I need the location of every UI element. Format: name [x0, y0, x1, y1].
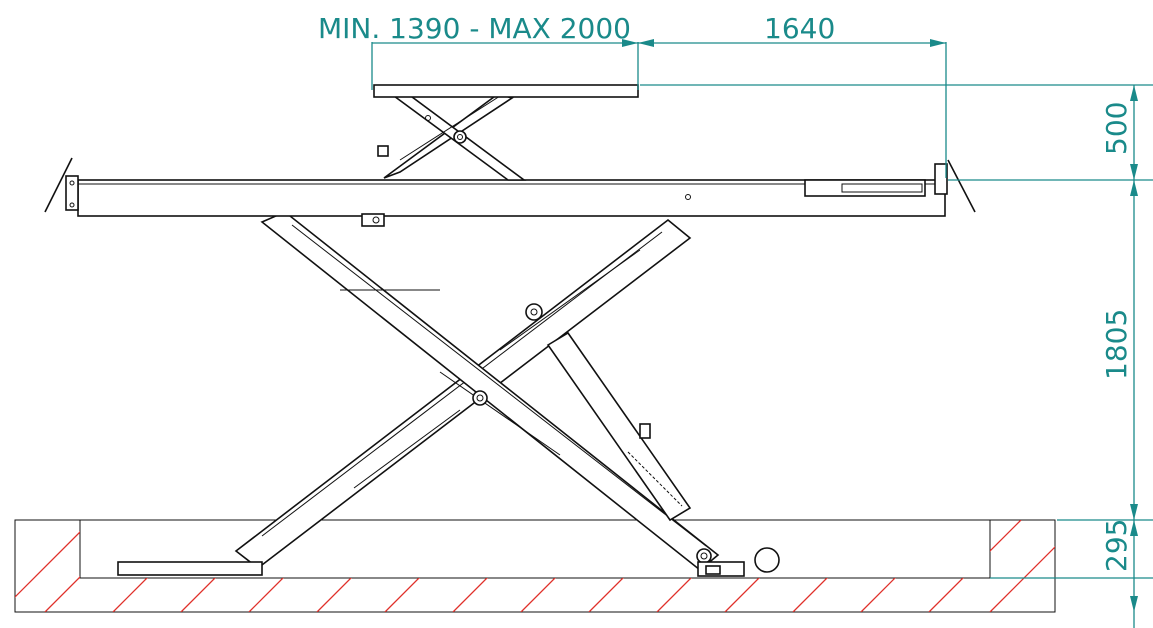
- dimension-lift-height: 1805: [1100, 309, 1133, 380]
- dimension-pit-depth: 295: [1100, 519, 1133, 572]
- auxiliary-scissor: [373, 84, 639, 181]
- slide-plate: [804, 179, 926, 197]
- main-platform-beam: [77, 179, 946, 217]
- dimension-lines: [371, 39, 1153, 628]
- main-scissor-arms: [234, 211, 720, 572]
- base-rail-right: [697, 561, 745, 577]
- aux-pivot: [453, 130, 467, 144]
- center-pivot: [472, 390, 488, 406]
- ramp-left: [44, 157, 73, 213]
- base-rails: [117, 547, 780, 577]
- hydraulic-cylinder: [546, 331, 692, 522]
- dimension-extension-length: 1640: [764, 12, 835, 45]
- aux-platform: [373, 84, 639, 98]
- main-platform: [44, 157, 976, 227]
- scissor-arm-rising: [234, 218, 692, 570]
- base-roller: [754, 547, 780, 573]
- dimension-aux-height: 500: [1100, 102, 1133, 155]
- base-rail-left: [117, 561, 263, 576]
- dimension-runway-range: MIN. 1390 - MAX 2000: [318, 12, 631, 45]
- ramp-right: [947, 159, 976, 213]
